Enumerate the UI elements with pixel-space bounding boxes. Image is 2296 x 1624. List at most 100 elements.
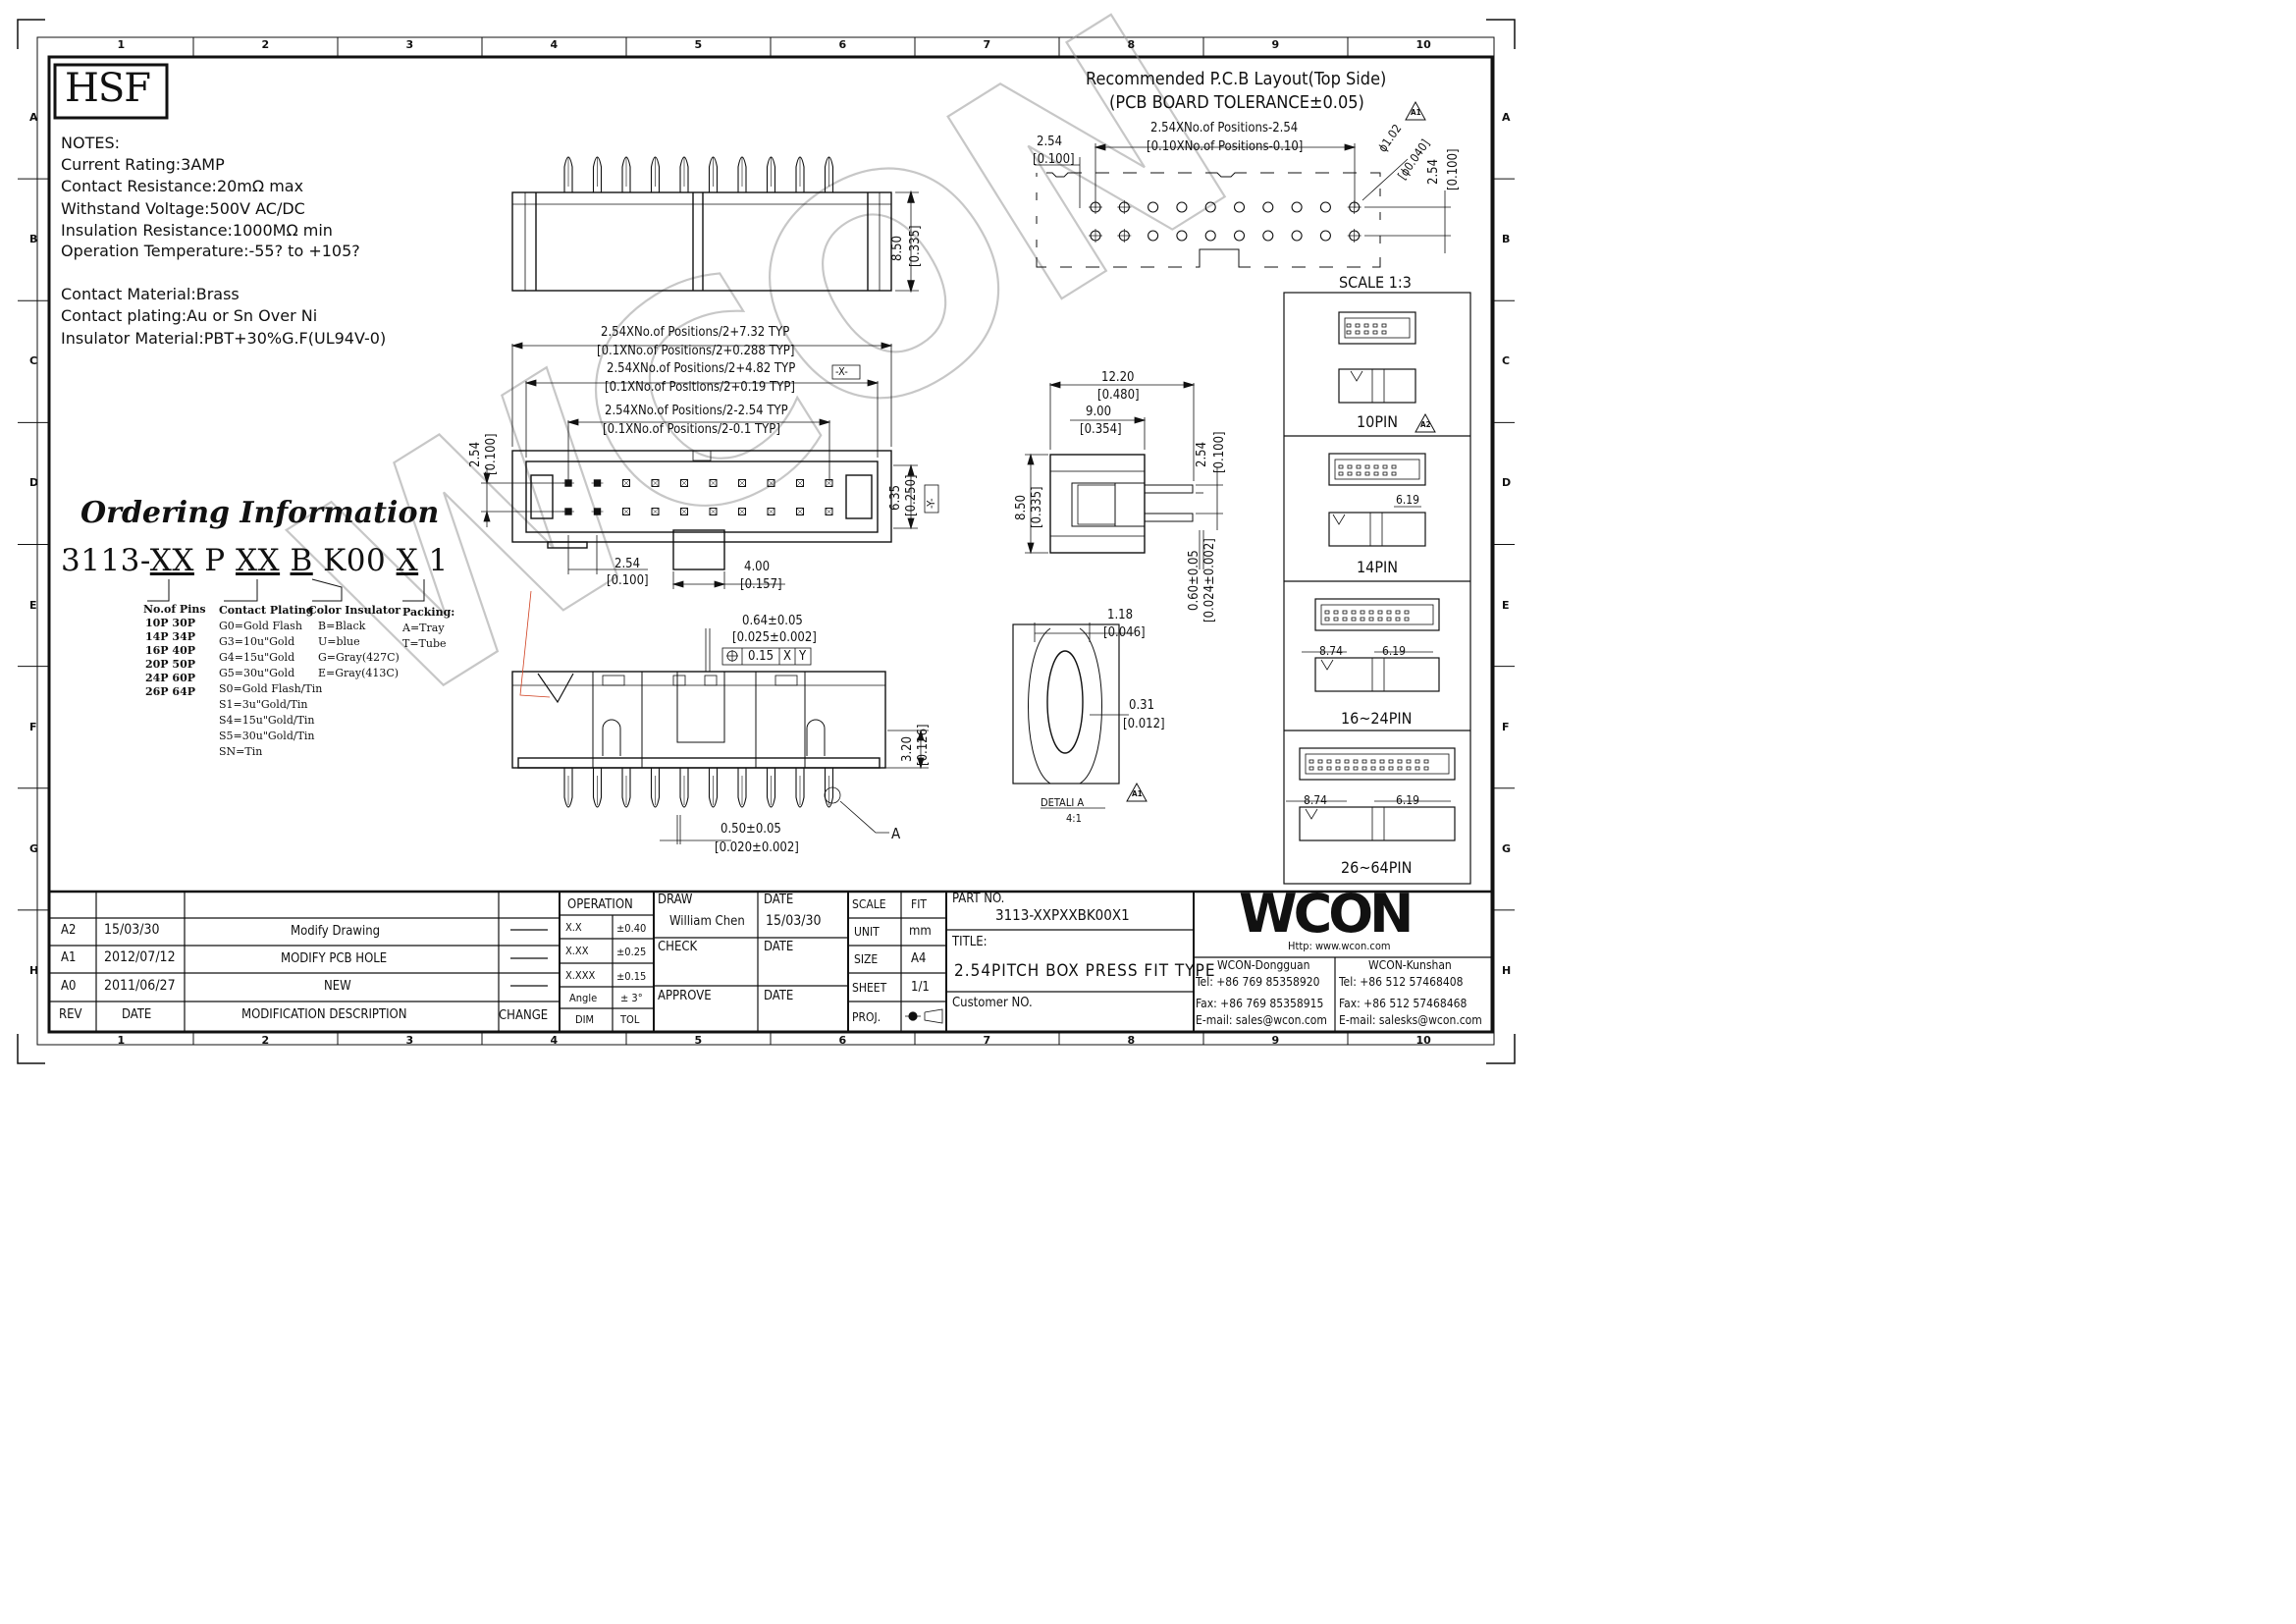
pins-line: 26P 64P xyxy=(145,685,195,698)
zone-row-letter: H xyxy=(29,963,39,977)
scale-dim-14-r: 6.19 xyxy=(1396,493,1420,507)
pins-line: 20P 50P xyxy=(145,658,195,671)
pcb-hole xyxy=(1319,201,1331,213)
scale-slot xyxy=(1364,471,1370,476)
top-pin-pad xyxy=(622,508,630,515)
zone-column-number: 6 xyxy=(838,38,847,51)
plating-line: SN=Tin xyxy=(219,745,263,758)
top-dim-right-in: [0.250] xyxy=(904,474,919,516)
scale-dim-16-r: 6.19 xyxy=(1382,644,1407,658)
pcb-hole xyxy=(1291,230,1303,242)
packing-line: T=Tube xyxy=(402,637,447,650)
approve-label: APPROVE xyxy=(658,989,712,1003)
pcb-title: Recommended P.C.B Layout(Top Side) xyxy=(1086,69,1387,89)
plating-line: G5=30u"Gold xyxy=(219,667,295,679)
scale-slot xyxy=(1377,610,1383,615)
scale-panel xyxy=(1283,292,1471,885)
end-view xyxy=(1025,381,1223,569)
front-callout-a: A xyxy=(891,825,901,842)
zone-column-number: 5 xyxy=(694,38,703,51)
scale-slot xyxy=(1324,617,1330,622)
scale-slot xyxy=(1379,759,1385,764)
zone-column-number: 9 xyxy=(1271,38,1280,51)
front-tol: 0.15 xyxy=(748,649,774,664)
hsf-logo-frame xyxy=(53,63,169,120)
zone-column-number: 2 xyxy=(261,38,270,51)
pcb-subtitle: (PCB BOARD TOLERANCE±0.05) xyxy=(1109,92,1364,113)
change-header: CHANGE xyxy=(499,1008,549,1023)
top-pin-pad xyxy=(767,479,775,487)
end-dim-w1-in: [0.480] xyxy=(1097,388,1140,403)
end-dim-pin-in: [0.024±0.002] xyxy=(1202,538,1217,623)
pcb-rev-mark: A1 xyxy=(1411,108,1421,117)
pins-line: 24P 60P xyxy=(145,672,195,684)
drawing-canvas: WCON xyxy=(17,0,1516,1064)
plating-line: G3=10u"Gold xyxy=(219,635,295,648)
datum-x: -X- xyxy=(835,365,848,378)
ordering-leaders xyxy=(147,578,425,602)
zone-column-number: 3 xyxy=(405,38,414,51)
scale-slot xyxy=(1335,759,1341,764)
size-label: SIZE xyxy=(854,952,879,966)
code-suffix: 1 xyxy=(428,543,449,578)
top-dim-3: 2.54XNo.of Positions/2-2.54 TYP xyxy=(605,404,788,418)
code-pins: XX xyxy=(149,543,194,578)
front-ref-y: Y xyxy=(799,649,807,664)
pcb-dim-a: 2.54 xyxy=(1037,135,1063,149)
scale-slot xyxy=(1406,759,1412,764)
front-pin xyxy=(679,768,689,808)
note-line: Operation Temperature:-55? to +105? xyxy=(61,242,360,260)
rev-row-a0-desc: NEW xyxy=(324,979,351,994)
plating-line: G0=Gold Flash xyxy=(219,620,302,632)
tol-val: ± 3° xyxy=(620,992,643,1004)
plating-line: S4=15u"Gold/Tin xyxy=(219,714,315,727)
scale-slot xyxy=(1368,617,1374,622)
code-packing: X xyxy=(396,543,419,578)
scale-slot xyxy=(1397,759,1403,764)
top-pin-pad xyxy=(680,508,688,515)
scale-slot xyxy=(1368,610,1374,615)
zone-row-letter: C xyxy=(29,354,38,368)
wcon-logo: WCON xyxy=(1239,883,1414,945)
color-line: U=blue xyxy=(318,635,360,648)
ks-tel: Tel: +86 512 57468408 xyxy=(1339,975,1464,989)
scale-slot xyxy=(1362,759,1367,764)
zone-column-number: 10 xyxy=(1415,38,1431,51)
tol-key: X.XX xyxy=(565,945,589,957)
scale-slot xyxy=(1395,617,1401,622)
scale-slot xyxy=(1351,610,1357,615)
zone-column-number: 3 xyxy=(405,1034,414,1047)
scale-slot xyxy=(1308,766,1314,771)
scale-slot xyxy=(1373,464,1379,469)
scale-slot xyxy=(1317,759,1323,764)
plating-line: S5=30u"Gold/Tin xyxy=(219,730,315,742)
pcb-dim-c: 2.54 xyxy=(1426,158,1441,185)
zone-column-number: 4 xyxy=(550,38,559,51)
scale-slot xyxy=(1381,323,1387,328)
detail-dim-w: 1.18 xyxy=(1107,608,1134,623)
end-dim-w2: 9.00 xyxy=(1086,405,1112,419)
scale-slot xyxy=(1363,323,1369,328)
code-color: B xyxy=(290,543,313,578)
code-p: P xyxy=(204,543,226,578)
top-pin-pad xyxy=(680,479,688,487)
pcb-dim-c-in: [0.100] xyxy=(1446,148,1461,190)
scale-slot xyxy=(1360,617,1365,622)
detail-dim-w-in: [0.046] xyxy=(1103,625,1146,640)
top-dim-left: 2.54 xyxy=(468,441,483,467)
sheet-label: SHEET xyxy=(852,981,887,995)
draw-date-label: DATE xyxy=(764,893,794,907)
front-dim-h: 3.20 xyxy=(900,735,915,762)
detail-label: DETALI A xyxy=(1041,796,1085,809)
check-date-label: DATE xyxy=(764,940,794,954)
scale-slot xyxy=(1372,330,1378,335)
front-ref-x: X xyxy=(783,649,792,664)
part-no-label: PART NO. xyxy=(952,892,1005,906)
scale-slot xyxy=(1386,610,1392,615)
top-pin-cross xyxy=(680,479,688,487)
code-plating: XX xyxy=(235,543,281,578)
tol-key: X.X xyxy=(565,921,582,934)
scale-label-14pin: 14PIN xyxy=(1357,558,1398,576)
approve-date-label: DATE xyxy=(764,989,794,1003)
scale-dim-26-l: 8.74 xyxy=(1304,793,1328,807)
